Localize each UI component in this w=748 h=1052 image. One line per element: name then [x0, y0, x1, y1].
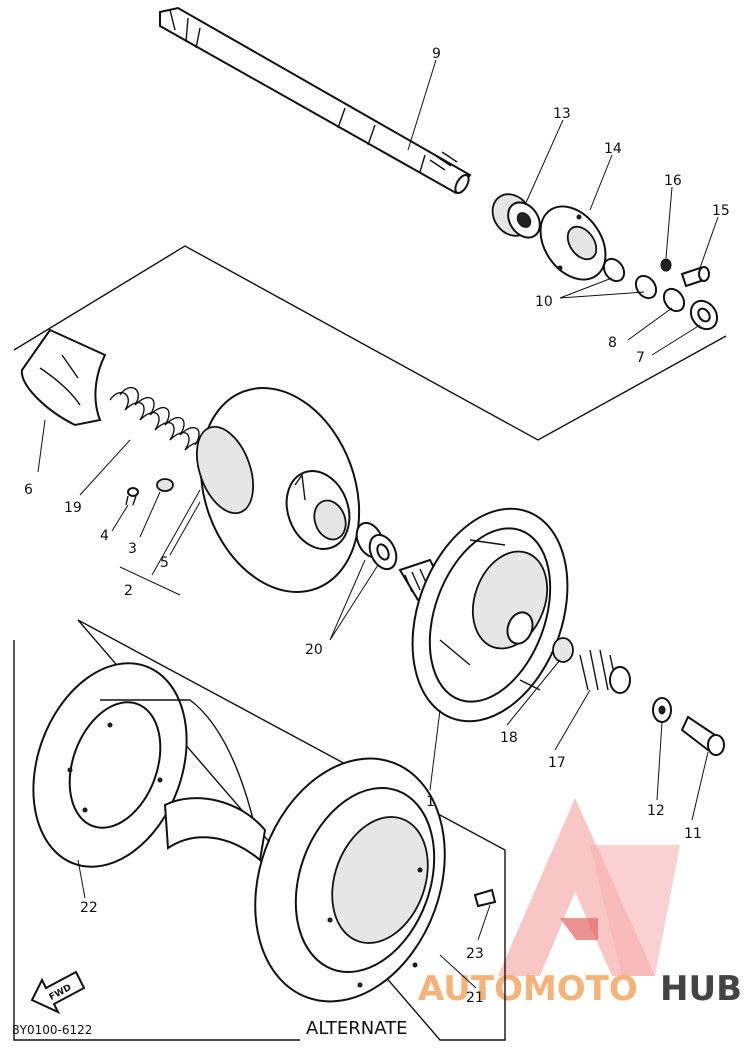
drawing-code: 8Y0100-6122 [12, 1023, 92, 1037]
alternate-assembly-box [13, 619, 506, 1041]
assembly-boundary [13, 245, 727, 441]
leader-lines [37, 59, 719, 989]
part-3-pin [156, 478, 174, 492]
part-20-oil-seals [355, 521, 398, 571]
callout-15: 15 [712, 203, 730, 219]
callout-10: 10 [535, 294, 553, 310]
callout-16: 16 [664, 173, 682, 189]
part-11-bolt [680, 715, 725, 756]
callout-8: 8 [608, 335, 617, 351]
part-16-nut [660, 258, 672, 272]
callout-9: 9 [432, 46, 441, 62]
callout-20: 20 [305, 642, 323, 658]
alternate-label: ALTERNATE [306, 1018, 408, 1039]
callout-17: 17 [548, 755, 566, 771]
callout-1: 1 [426, 794, 435, 810]
part-4-screw [125, 487, 139, 506]
part-8-washer [662, 287, 686, 313]
part-17-spring [579, 649, 631, 694]
callout-2: 2 [124, 583, 133, 599]
callout-19: 19 [64, 500, 82, 516]
part-15-bolt [680, 266, 710, 288]
callout-3: 3 [128, 541, 137, 557]
automotohub-logo: AUTOMOTO HUB [418, 798, 742, 1009]
part-18-collar [552, 637, 574, 663]
callout-7: 7 [636, 350, 645, 366]
part-5-sliding-sheave [196, 387, 361, 593]
callout-12: 12 [647, 803, 665, 819]
callout-14: 14 [604, 141, 622, 157]
callout-22: 22 [80, 900, 98, 916]
callout-5: 5 [160, 555, 169, 571]
callout-6: 6 [24, 482, 33, 498]
callout-23: 23 [466, 946, 484, 962]
callout-4: 4 [100, 528, 109, 544]
watermark-brand-suffix: HUB [660, 969, 742, 1009]
part-7-washer [689, 299, 719, 331]
fwd-arrow: FWD [30, 970, 86, 1015]
part-14-housing [539, 205, 607, 281]
part-19-spring [109, 386, 205, 461]
watermark-brand: AUTOMOTO [418, 969, 638, 1009]
part-6-cam [20, 328, 107, 427]
part-13-bearing [491, 193, 541, 239]
callout-labels: 1 2 3 4 5 6 7 8 9 10 11 12 13 14 15 16 1… [24, 46, 730, 1006]
part-1-fixed-sheave [398, 507, 569, 723]
callout-11: 11 [684, 826, 702, 842]
part-12-washer [652, 697, 672, 723]
part-9-shaft [159, 6, 472, 195]
callout-21: 21 [466, 990, 484, 1006]
callout-13: 13 [553, 106, 571, 122]
callout-18: 18 [500, 730, 518, 746]
